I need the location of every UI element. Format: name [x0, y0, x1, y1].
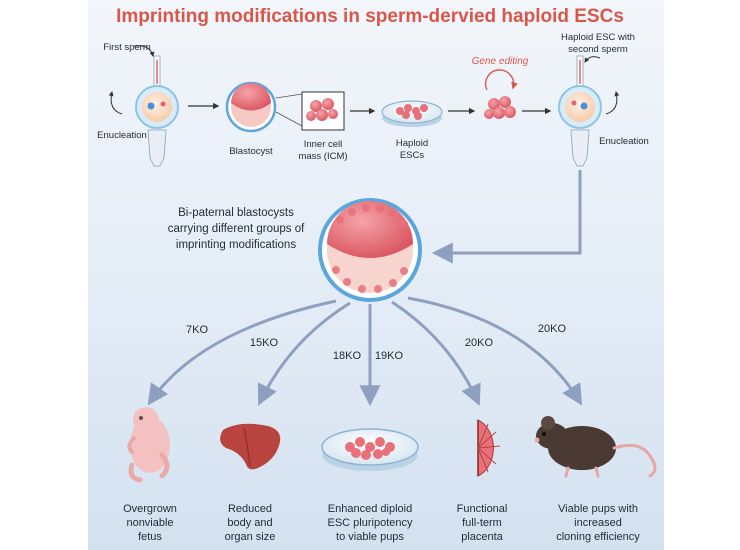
mouse-tail — [612, 443, 657, 478]
liver-lobe-line — [243, 427, 251, 467]
oocyte-right — [558, 55, 620, 167]
outcome-caption-0: Overgrown nonviable fetus — [123, 503, 177, 543]
mouse-head — [536, 423, 568, 449]
outcome-caption-4: Viable pups with increased cloning effic… — [556, 503, 640, 543]
ko-label-19: 19KO — [375, 350, 404, 362]
ko-label-15: 15KO — [250, 337, 279, 349]
fetus-arm — [127, 436, 136, 454]
label-haploid-line1: Haploid — [396, 138, 428, 149]
placenta-icon — [477, 419, 501, 477]
label-haploid-line2: ESCs — [400, 150, 425, 161]
label-haploid-esc-second-sperm-line2: second sperm — [568, 44, 628, 55]
oocyte-left — [108, 45, 179, 167]
liver-icon — [220, 423, 281, 470]
outcome-caption-3: Functional full-term placenta — [457, 503, 508, 543]
oocyte-cytoplasm-right — [565, 92, 595, 122]
svg-text:fetus: fetus — [138, 531, 162, 543]
sperm-head-left — [160, 101, 166, 107]
ko-label-7: 7KO — [186, 324, 208, 336]
gene-editing-cycle-arrow — [484, 69, 518, 91]
svg-text:placenta: placenta — [461, 531, 503, 543]
svg-text:Overgrown: Overgrown — [123, 503, 177, 515]
svg-text:body and: body and — [227, 517, 272, 529]
center-label-line1: Bi-paternal blastocysts — [178, 207, 294, 219]
placenta-shape — [477, 419, 494, 477]
holding-pipette-left — [147, 129, 167, 167]
arrow-to-placenta — [391, 300, 481, 406]
figure-title: Imprinting modifications in sperm-dervie… — [116, 6, 624, 27]
fetus-eye — [139, 416, 143, 420]
outcome-caption-1: Reduced body and organ size — [225, 503, 276, 543]
first-sperm-pointer — [133, 45, 155, 57]
svg-text:to viable pups: to viable pups — [336, 531, 404, 543]
fetus-leg — [128, 462, 143, 483]
outcome-dish-cells — [345, 437, 395, 460]
blastocyst-small — [225, 81, 277, 133]
second-sperm-pointer — [584, 56, 601, 63]
icm-cells — [306, 98, 338, 121]
haploid-esc-dish — [381, 100, 443, 127]
mouse-icon — [534, 416, 657, 478]
branch-arrows — [147, 296, 583, 407]
sperm-head-right — [571, 100, 577, 106]
holding-pipette-right — [570, 129, 590, 167]
oocyte-cytoplasm-left — [142, 92, 172, 122]
dish-rim — [381, 100, 443, 124]
fetus-head — [133, 407, 159, 433]
mouse-ear — [541, 416, 555, 430]
svg-text:Enhanced diploid: Enhanced diploid — [328, 503, 412, 515]
bipaternal-trophectoderm-cells — [332, 204, 408, 293]
nucleus-right — [580, 102, 588, 110]
svg-text:Functional: Functional — [457, 503, 508, 515]
mouse-eye — [542, 432, 546, 436]
enucleation-arrow-left — [108, 91, 123, 115]
svg-text:increased: increased — [574, 517, 622, 529]
svg-text:Reduced: Reduced — [228, 503, 272, 515]
fetus-tail — [159, 452, 170, 479]
icm-connector-bottom — [275, 111, 303, 127]
liver-shape — [220, 423, 281, 470]
label-icm-line2: mass (ICM) — [298, 151, 347, 162]
arrow-to-liver — [257, 301, 351, 406]
arrow-return-to-bipaternal — [431, 170, 582, 264]
svg-text:cloning efficiency: cloning efficiency — [556, 531, 640, 543]
svg-text:nonviable: nonviable — [126, 517, 173, 529]
mouse-feet — [564, 466, 600, 478]
edited-cell-cluster — [484, 96, 516, 119]
dish-cell-colony — [396, 104, 428, 120]
mouse-nose — [534, 437, 540, 443]
blastocyst-small-icm — [231, 83, 271, 111]
outcome-dish-icon — [321, 428, 419, 471]
label-enucleation-right: Enucleation — [599, 136, 649, 147]
svg-text:full-term: full-term — [462, 517, 502, 529]
label-icm-line1: Inner cell — [304, 139, 343, 150]
icm-connector-top — [275, 93, 303, 99]
ko-label-20-placenta: 20KO — [465, 337, 494, 349]
ko-label-18: 18KO — [333, 350, 362, 362]
center-label-line3: imprinting modifications — [176, 239, 296, 251]
label-first-sperm: First sperm — [103, 42, 151, 53]
label-gene-editing: Gene editing — [472, 56, 529, 67]
outcome-caption-2: Enhanced diploid ESC pluripotency to via… — [328, 503, 413, 543]
nucleus-left — [147, 102, 155, 110]
fetus-icon — [127, 407, 170, 483]
center-label-line2: carrying different groups of — [168, 223, 305, 235]
label-blastocyst: Blastocyst — [229, 146, 273, 157]
svg-text:organ size: organ size — [225, 531, 276, 543]
arrow-to-mouse — [407, 296, 583, 406]
arrow-to-fetus — [147, 299, 337, 406]
placenta-vessels — [477, 423, 501, 473]
svg-text:Viable pups with: Viable pups with — [558, 503, 638, 515]
label-enucleation-left: Enucleation — [97, 130, 147, 141]
label-haploid-esc-second-sperm-line1: Haploid ESC with — [561, 32, 635, 43]
enucleation-arrow-right — [605, 91, 620, 115]
bipaternal-blastocyst — [318, 198, 422, 302]
ko-label-20-pups: 20KO — [538, 323, 567, 335]
svg-text:ESC pluripotency: ESC pluripotency — [328, 517, 413, 529]
